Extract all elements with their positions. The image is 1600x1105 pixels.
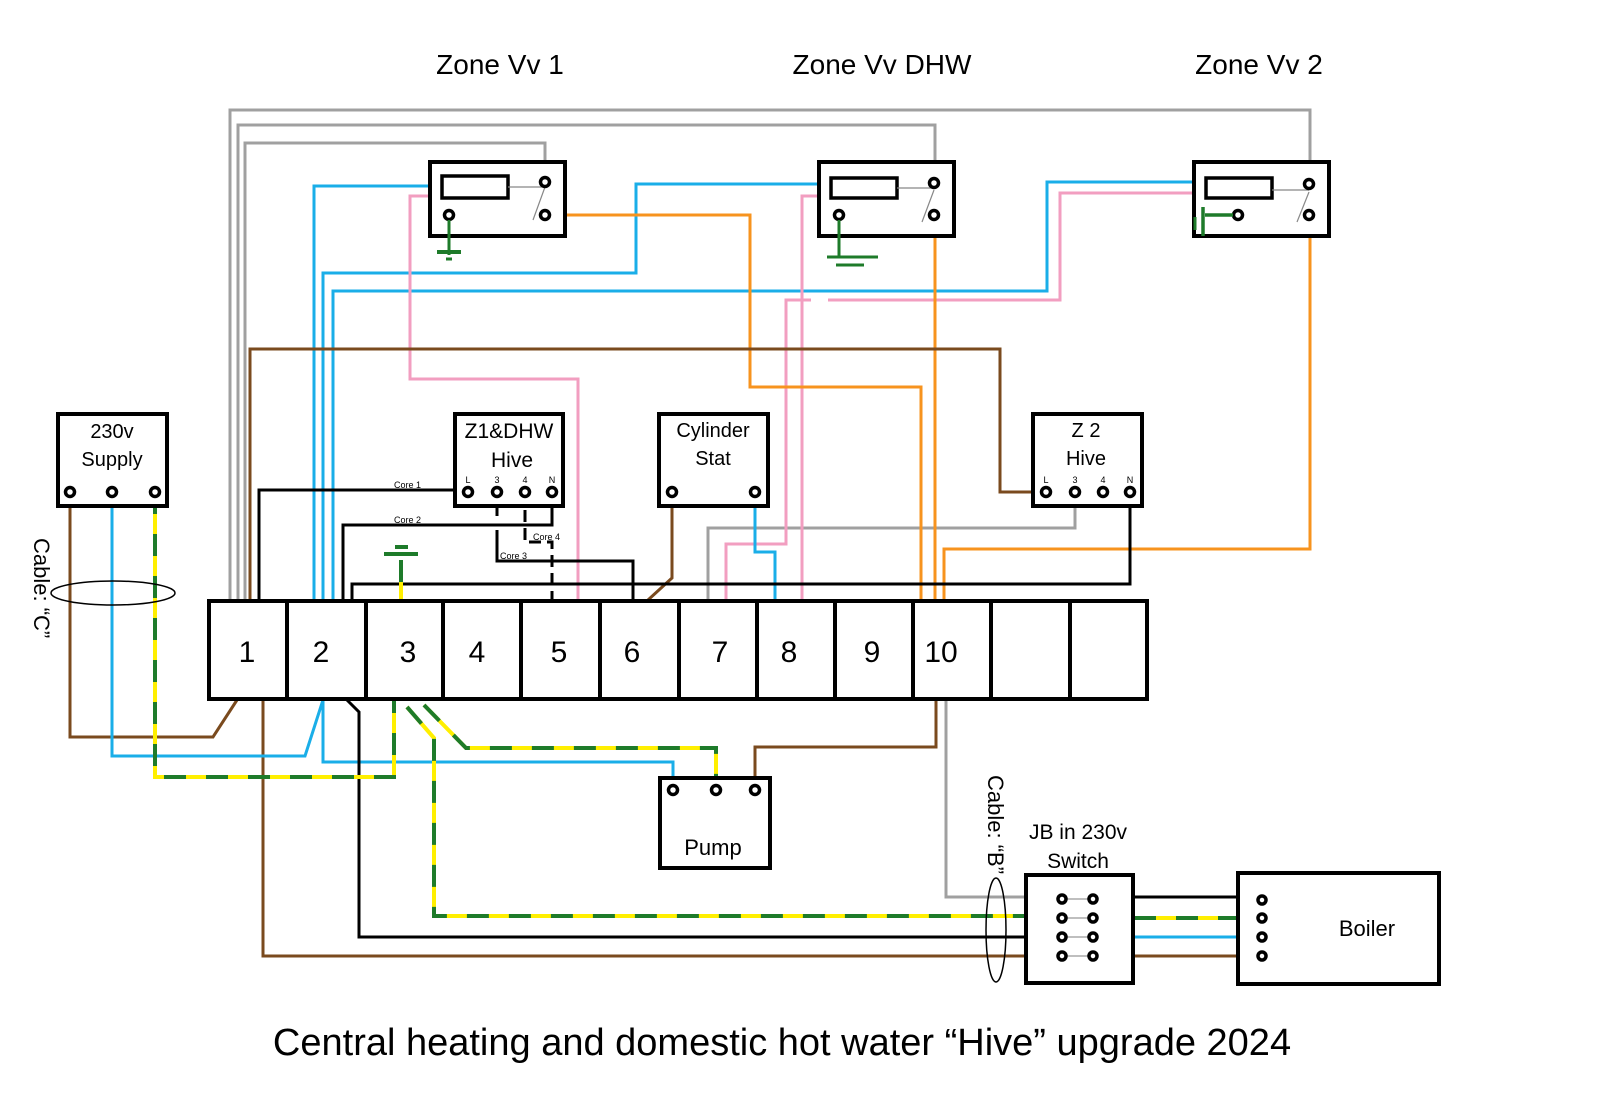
cylinder-stat-label-2: Stat (695, 448, 731, 470)
motor-icon (829, 176, 899, 200)
black-wires (257, 488, 1262, 939)
terminal-5: 5 (551, 636, 568, 669)
wire-orange-vv2 (942, 215, 1312, 600)
supply-label-1: 230v (90, 421, 133, 443)
grey-wires (228, 108, 1312, 899)
supply-terminal-l (63, 485, 77, 499)
terminal-label: L (1043, 475, 1048, 485)
core-2-label: Core 2 (394, 515, 421, 525)
zone-valve-2 (1192, 160, 1331, 238)
terminal-label: 3 (494, 475, 499, 485)
core-4-label: Core 4 (533, 532, 560, 542)
wire-black-jb (345, 698, 1062, 939)
terminal-label: N (549, 475, 556, 485)
earth-jb-g (405, 705, 1062, 918)
terminal-label: N (1127, 475, 1134, 485)
wire-brown-z2-live (248, 347, 1046, 600)
pump-label: Pump (684, 835, 741, 860)
wire-pink-vv2-b (724, 298, 811, 600)
wire-grey-vvdhw (236, 123, 937, 600)
terminal-2: 2 (313, 636, 330, 669)
hive-z2-box: Z 2 Hive L 3 4 N (1031, 412, 1144, 508)
jb-label-2: Switch (1047, 850, 1109, 873)
terminal-6: 6 (624, 636, 641, 669)
terminal-10: 10 (924, 636, 957, 669)
hive-z1dhw-label-1: Z1&DHW (465, 420, 554, 443)
earth-wires (153, 492, 1262, 920)
cylinder-stat-label-1: Cylinder (676, 420, 750, 442)
cable-c-marker (50, 580, 176, 606)
zone-valve-dhw (817, 160, 956, 267)
supply-label-2: Supply (81, 449, 142, 471)
terminal-label: 3 (1072, 475, 1077, 485)
wire-brown-pump (753, 700, 938, 790)
terminal-4: 4 (469, 636, 486, 669)
terminal-8: 8 (781, 636, 798, 669)
terminal-label: L (465, 475, 470, 485)
hive-z1dhw-box: Z1&DHW Hive L 3 4 N (453, 412, 565, 508)
earth-supply-g (153, 492, 396, 779)
junction-box (1024, 873, 1135, 985)
wire-brown-cylstat (646, 492, 674, 602)
cable-c-label: Cable: “C” (29, 538, 54, 638)
supply-terminal-n (105, 485, 119, 499)
zone-vv1-title: Zone Vv 1 (436, 49, 564, 80)
supply-box: 230v Supply (56, 412, 169, 508)
pink-wires (408, 191, 1205, 600)
wire-pink-vv2-a (828, 191, 1205, 302)
diagram-title: Central heating and domestic hot water “… (273, 1022, 1291, 1064)
wire-blue-cylstat (753, 492, 777, 600)
jb-label-1: JB in 230v (1029, 821, 1128, 844)
wire-core3 (495, 530, 635, 600)
wire-grey-jb (944, 700, 1062, 899)
switch-icon (921, 189, 935, 223)
motor-icon (1204, 176, 1274, 200)
switch-icon (532, 186, 546, 221)
pump-box: Pump (658, 776, 772, 870)
core-1-label: Core 1 (394, 480, 421, 490)
wire-grey-vv2 (228, 108, 1312, 600)
wire-blue-vvdhw (321, 182, 830, 600)
boiler-label: Boiler (1339, 916, 1395, 941)
wire-core2 (341, 492, 554, 600)
wire-pink-vvdhw (800, 194, 830, 600)
wire-orange-vv1 (545, 213, 923, 600)
wire-core4 (523, 492, 554, 600)
wire-brown-jb (261, 700, 1062, 958)
terminal-strip: 1 2 3 4 5 6 7 8 9 10 (207, 599, 1149, 701)
terminal-9: 9 (864, 636, 881, 669)
supply-terminal-e (148, 485, 162, 499)
terminal-1: 1 (239, 636, 256, 669)
wire-brown-supply (68, 492, 239, 739)
terminal-7: 7 (712, 636, 729, 669)
terminal-label: 4 (522, 475, 527, 485)
zone-vv2-title: Zone Vv 2 (1195, 49, 1323, 80)
cable-b-marker (985, 877, 1007, 983)
motor-icon (440, 174, 510, 200)
zone-vv-dhw-title: Zone Vv DHW (793, 49, 972, 80)
terminal-3: 3 (400, 636, 417, 669)
blue-wires (312, 180, 1205, 600)
wire-blue-vv1 (312, 184, 440, 600)
core-3-label: Core 3 (500, 551, 527, 561)
wire-core1 (257, 488, 467, 600)
hive-z2-label-1: Z 2 (1072, 420, 1101, 442)
brown-wires (68, 347, 1262, 958)
boiler-box: Boiler (1236, 871, 1441, 986)
wire-black-z2-n (350, 492, 1132, 600)
earth-symbol-icon (384, 545, 418, 556)
hive-z2-label-2: Hive (1066, 448, 1106, 470)
hive-z1dhw-label-2: Hive (491, 449, 533, 472)
zone-valve-1 (428, 160, 567, 261)
wire-grey-z2-3 (706, 492, 1077, 600)
orange-wires (545, 213, 1312, 600)
terminal-label: 4 (1100, 475, 1105, 485)
wire-blue-supply (110, 492, 325, 758)
cylinder-stat-box: Cylinder Stat (657, 412, 770, 508)
earth-pump-g (422, 703, 718, 790)
cable-b-label: Cable: “B” (983, 775, 1008, 874)
wire-pink-vv1 (408, 194, 580, 600)
wire-blue-vv2 (331, 180, 1205, 600)
switch-icon (1296, 191, 1310, 223)
